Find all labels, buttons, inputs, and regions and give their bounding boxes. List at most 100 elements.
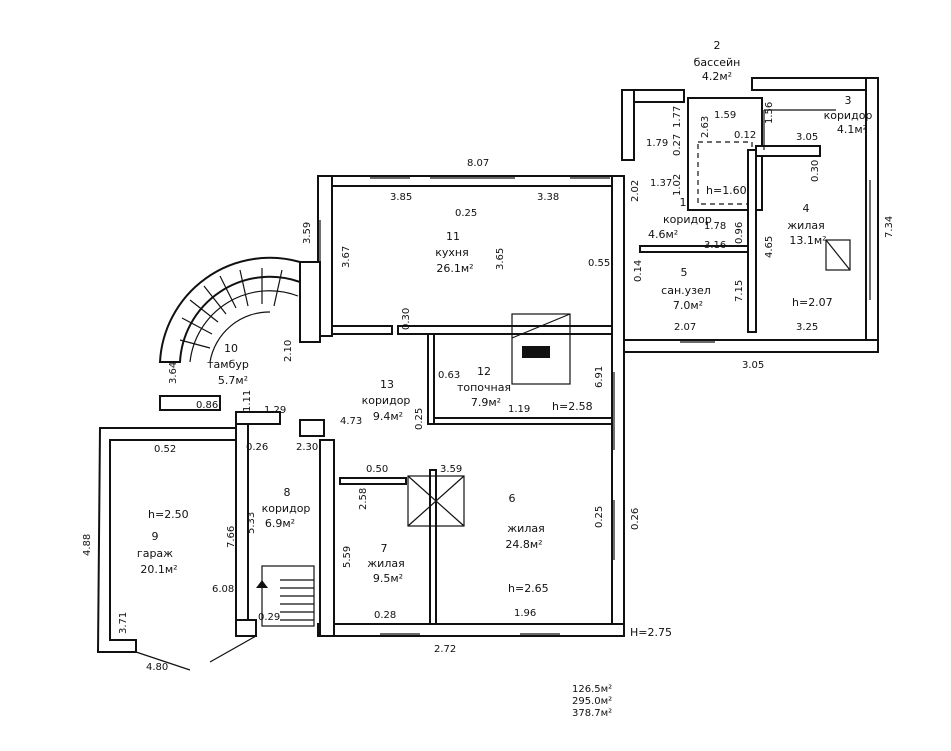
svg-text:13.1м²: 13.1м² xyxy=(789,234,826,247)
dimension-label: 4.88 xyxy=(82,534,93,556)
svg-text:24.8м²: 24.8м² xyxy=(505,538,542,551)
wall-west-upper xyxy=(317,175,333,337)
dimension-label: 3.16 xyxy=(704,240,726,251)
area-totals: 126.5м² 295.0м² 378.7м² xyxy=(572,684,612,720)
svg-text:4.1м²: 4.1м² xyxy=(837,123,867,136)
svg-text:7.9м²: 7.9м² xyxy=(471,396,501,409)
wall-vestibule-south xyxy=(159,395,221,411)
dimension-label: 2.10 xyxy=(283,340,294,362)
wall-room7-east xyxy=(429,469,437,625)
svg-text:10: 10 xyxy=(224,342,238,355)
dimension-label: 0.86 xyxy=(196,400,218,411)
room-11-label: 11 кухня 26.1м² xyxy=(435,230,473,275)
wall-south-main xyxy=(317,623,625,637)
dimension-label: 0.26 xyxy=(630,508,641,530)
dimension-label: 2.30 xyxy=(296,442,318,453)
svg-text:4.2м²: 4.2м² xyxy=(702,70,732,83)
dimension-label: 3.64 xyxy=(168,362,179,384)
wall-garage-se xyxy=(235,619,257,637)
height-overall: H=2.75 xyxy=(630,626,672,639)
svg-text:2: 2 xyxy=(714,39,721,52)
svg-text:5: 5 xyxy=(681,266,688,279)
dimension-label: 2.02 xyxy=(630,180,641,202)
svg-text:коридор: коридор xyxy=(362,394,411,407)
dimension-labels: 8.07 3.85 3.38 0.25 3.59 3.67 3.65 0.30 … xyxy=(82,102,895,673)
total-area: 295.0м² xyxy=(572,696,613,707)
dimension-label: 1.59 xyxy=(714,110,736,121)
windows xyxy=(319,177,871,635)
svg-text:5.7м²: 5.7м² xyxy=(218,374,248,387)
svg-text:20.1м²: 20.1м² xyxy=(140,563,177,576)
svg-text:26.1м²: 26.1м² xyxy=(436,262,473,275)
dimension-label: 0.29 xyxy=(258,612,280,623)
dimension-label: 3.05 xyxy=(742,360,764,371)
svg-text:жилая: жилая xyxy=(787,219,824,232)
dimension-label: 0.28 xyxy=(374,610,396,621)
room-8-label: 8 коридор 6.9м² xyxy=(262,486,311,530)
dimension-label: 1.19 xyxy=(508,404,530,415)
dimension-label: 0.27 xyxy=(672,134,683,156)
room-5-label: 5 сан.узел 7.0м² xyxy=(661,266,711,312)
height-room6: h=2.65 xyxy=(508,582,549,595)
wall-kitchen-south xyxy=(331,325,393,335)
dimension-label: 3.59 xyxy=(440,464,462,475)
dimension-label: 0.63 xyxy=(438,370,460,381)
wall-entry xyxy=(621,89,635,161)
svg-text:7: 7 xyxy=(381,542,388,555)
dimension-label: 7.66 xyxy=(226,526,237,548)
height-garage: h=2.50 xyxy=(148,508,189,521)
dimension-label: 0.26 xyxy=(246,442,268,453)
svg-text:жилая: жилая xyxy=(367,557,404,570)
svg-text:топочная: топочная xyxy=(457,381,511,394)
dimension-label: 0.50 xyxy=(366,464,388,475)
dimension-label: 1.11 xyxy=(242,390,253,412)
room-2-label: 2 бассейн 4.2м² xyxy=(694,39,741,83)
dimension-label: 1.29 xyxy=(264,405,286,416)
dimension-label: 0.25 xyxy=(455,208,477,219)
svg-text:коридор: коридор xyxy=(824,109,873,122)
room-10-label: 10 тамбур 5.7м² xyxy=(207,342,249,387)
wall-corr8 xyxy=(299,419,325,437)
stair-treads xyxy=(179,268,283,349)
dimension-label: 0.30 xyxy=(401,308,412,330)
dimension-label: 0.25 xyxy=(594,506,605,528)
svg-text:7.0м²: 7.0м² xyxy=(673,299,703,312)
dimension-label: 0.55 xyxy=(588,258,610,269)
wall-corridor3 xyxy=(755,145,821,157)
svg-text:12: 12 xyxy=(477,365,491,378)
room-13-label: 13 коридор 9.4м² xyxy=(362,378,411,423)
svg-text:коридор: коридор xyxy=(262,502,311,515)
wall-vestibule-east xyxy=(299,261,321,343)
room-4-label: 4 жилая 13.1м² xyxy=(787,202,826,247)
dimension-label: 3.05 xyxy=(796,132,818,143)
dimension-label: 4.65 xyxy=(764,236,775,258)
svg-text:гараж: гараж xyxy=(137,547,173,560)
wall-room7-north xyxy=(339,477,407,485)
dimension-label: 0.12 xyxy=(734,130,756,141)
svg-text:8: 8 xyxy=(284,486,291,499)
dimension-label: 1.79 xyxy=(646,138,668,149)
dimension-label: 1.96 xyxy=(514,608,536,619)
dimension-label: 1.56 xyxy=(764,102,775,124)
dimension-label: 1.78 xyxy=(704,221,726,232)
total-overall-area: 378.7м² xyxy=(572,708,613,719)
dimension-label: 8.07 xyxy=(467,158,489,169)
dimension-label: 3.38 xyxy=(537,192,559,203)
svg-text:сан.узел: сан.узел xyxy=(661,284,711,297)
dimension-label: 0.96 xyxy=(734,222,745,244)
dimension-label: 0.25 xyxy=(414,408,425,430)
dimension-label: 3.25 xyxy=(796,322,818,333)
dimension-label: 2.58 xyxy=(358,488,369,510)
dimension-label: 5.59 xyxy=(342,546,353,568)
svg-text:6: 6 xyxy=(509,492,516,505)
dimension-label: 3.67 xyxy=(341,246,352,268)
height-boiler: h=2.58 xyxy=(552,400,593,413)
svg-text:13: 13 xyxy=(380,378,394,391)
room-12-label: 12 топочная 7.9м² xyxy=(457,365,511,409)
room-9-label: 9 гараж 20.1м² xyxy=(137,530,178,576)
dimension-label: 1.77 xyxy=(672,106,683,128)
height-pool: h=1.60 xyxy=(706,184,747,197)
wall-living-north xyxy=(433,417,613,425)
svg-text:6.9м²: 6.9м² xyxy=(265,517,295,530)
